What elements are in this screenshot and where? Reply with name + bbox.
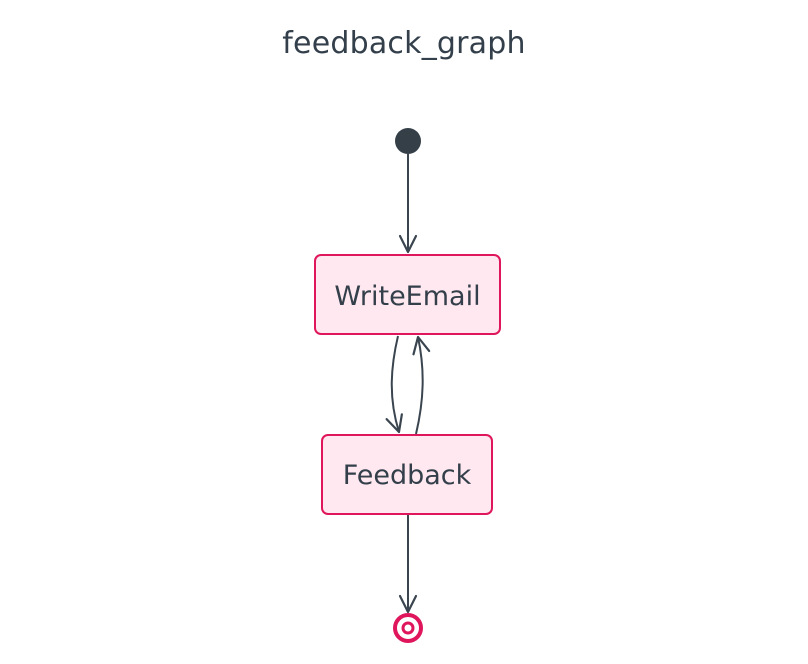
state-writeemail-label: WriteEmail <box>334 281 480 312</box>
state-writeemail[interactable]: WriteEmail <box>314 254 501 335</box>
diagram-title: feedback_graph <box>282 26 526 61</box>
state-feedback-label: Feedback <box>343 460 472 491</box>
end-node <box>393 613 423 643</box>
edge-feedback-to-writeemail <box>412 335 431 435</box>
state-feedback-box <box>321 434 493 515</box>
state-writeemail-box <box>314 254 501 335</box>
start-node <box>395 128 421 154</box>
state-feedback[interactable]: Feedback <box>321 434 493 515</box>
edge-writeemail-to-feedback <box>385 335 403 434</box>
